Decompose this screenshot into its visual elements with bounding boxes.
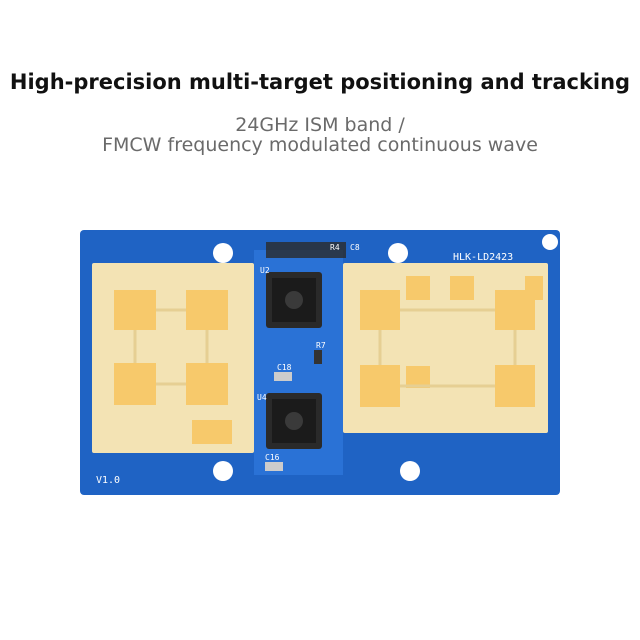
mounting-hole: [213, 461, 233, 481]
subtitle-line-2: FMCW frequency modulated continuous wave: [102, 134, 538, 156]
silk-version: V1.0: [96, 475, 120, 486]
silk-c16: C16: [265, 453, 280, 462]
silk-c8: C8: [350, 243, 360, 252]
chip-u2: [266, 272, 322, 328]
silk-u2: U2: [260, 266, 270, 275]
mounting-hole: [388, 243, 408, 263]
silk-c18: C18: [277, 363, 292, 372]
silk-r7: R7: [316, 341, 326, 350]
subtitle-line-1: 24GHz ISM band /: [235, 114, 405, 136]
component-r7: [314, 350, 322, 364]
headline: High-precision multi-target positioning …: [9, 70, 631, 94]
components-top-row: [266, 242, 346, 258]
silk-u4: U4: [257, 393, 267, 402]
silk-r4: R4: [330, 243, 340, 252]
mounting-hole: [400, 461, 420, 481]
mounting-hole: [213, 243, 233, 263]
chip-u4: [266, 393, 322, 449]
mounting-hole: [542, 234, 558, 250]
left-antenna-array: [92, 263, 254, 453]
right-antenna-array: [343, 263, 548, 433]
silk-model: HLK-LD2423: [453, 252, 513, 263]
component-c16: [265, 462, 283, 471]
component-c18: [274, 372, 292, 381]
radar-module-board: HLK-LD2423 V1.0 U2 U4 C18 C16 R7 C8 R4: [80, 230, 560, 495]
